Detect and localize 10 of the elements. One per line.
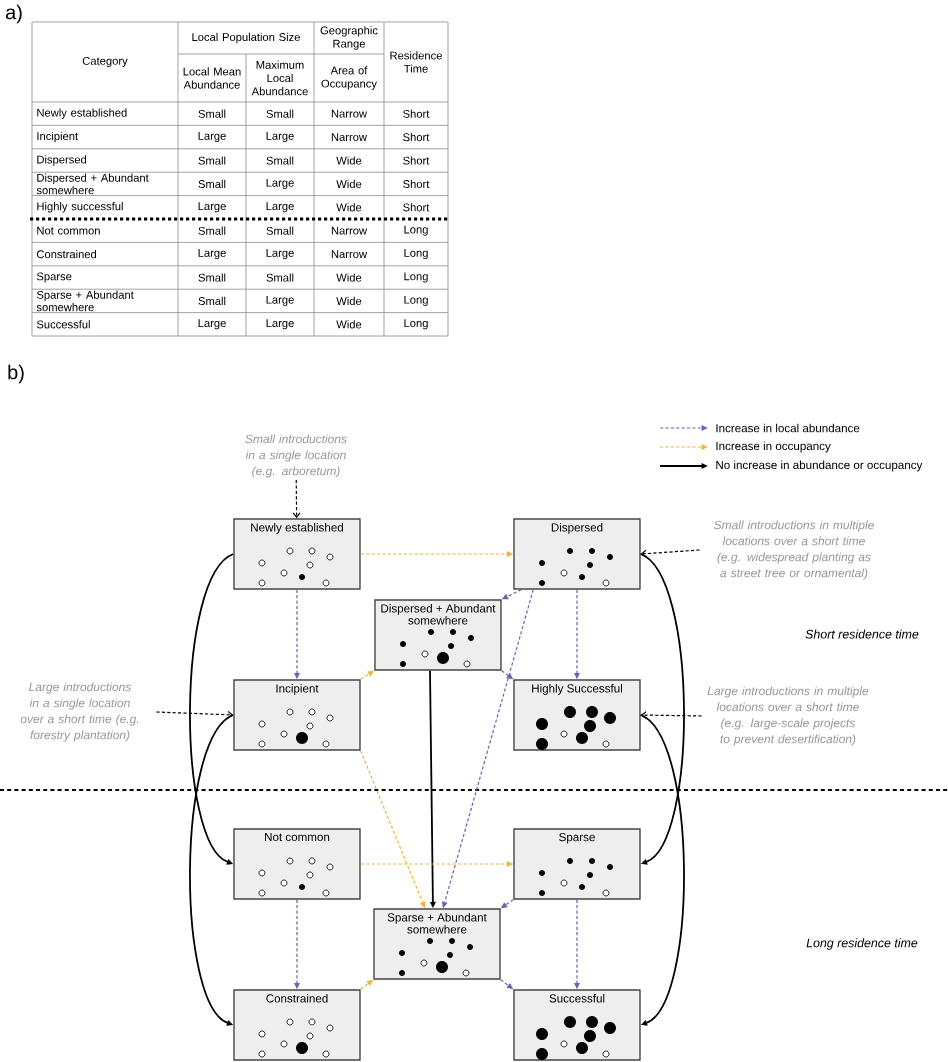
arrow: [155, 710, 234, 719]
panel-label: b): [8, 364, 24, 384]
arrow: [640, 549, 701, 558]
arrow: [189, 553, 235, 865]
arrow: [640, 711, 703, 720]
arrow: [189, 714, 235, 1026]
arrow: [292, 479, 301, 519]
panel-label: a): [5, 4, 22, 24]
arrow: [639, 553, 685, 865]
arrow: [639, 714, 685, 1026]
